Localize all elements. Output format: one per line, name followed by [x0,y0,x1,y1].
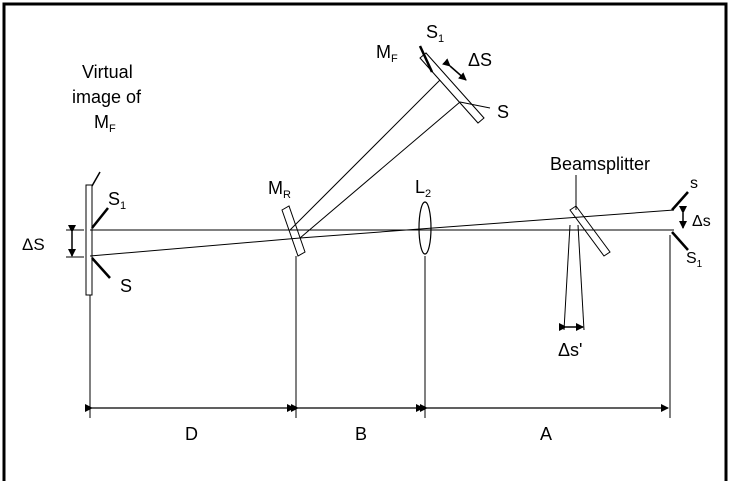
label-dim-b: B [355,424,367,444]
label-top-s: S [497,102,509,122]
label-right-s: s [690,175,698,192]
label-virtual-line-1: Virtual [82,62,133,82]
virtual-mirror-mf [85,184,93,296]
beam-to-mf-1 [289,79,441,231]
label-right-ds: Δs [692,213,711,230]
beamsplitter-plate [569,205,611,257]
label-mf: MF [376,42,398,65]
label-ds-prime: Δs' [558,340,582,360]
label-beamsplitter: Beamsplitter [550,154,650,174]
label-top-ds: ΔS [468,50,492,70]
label-dim-a: A [540,424,552,444]
label-left-ds: ΔS [22,235,45,254]
label-virtual-line-2: image of [72,87,142,107]
label-l2: L2 [415,177,431,200]
label-mr: MR [268,178,291,201]
top-s-pointer [459,101,491,109]
beam-tilted-right [299,209,675,239]
label-left-s: S [120,276,132,296]
left-s1-pointer [91,207,109,229]
beam-lower-left [89,237,301,257]
right-s-pointer [671,191,689,211]
left-s-pointer [91,257,111,279]
top-ds-arrow [442,58,467,81]
label-right-s1: S1 [686,250,703,270]
label-virtual-mf: MF [94,112,116,135]
label-left-s1: S1 [108,189,126,212]
mirror-mr [281,205,306,257]
label-dim-d: D [185,424,198,444]
top-s1-pointer [418,45,434,73]
label-top-s1: S1 [426,22,444,45]
right-s1-pointer [671,231,689,251]
lens-l2 [418,201,432,255]
beam-splitter-down-1 [563,224,571,331]
beam-to-mf-2 [299,101,461,239]
virtual-mf-pointer [91,171,101,187]
beam-splitter-down-2 [577,224,585,331]
